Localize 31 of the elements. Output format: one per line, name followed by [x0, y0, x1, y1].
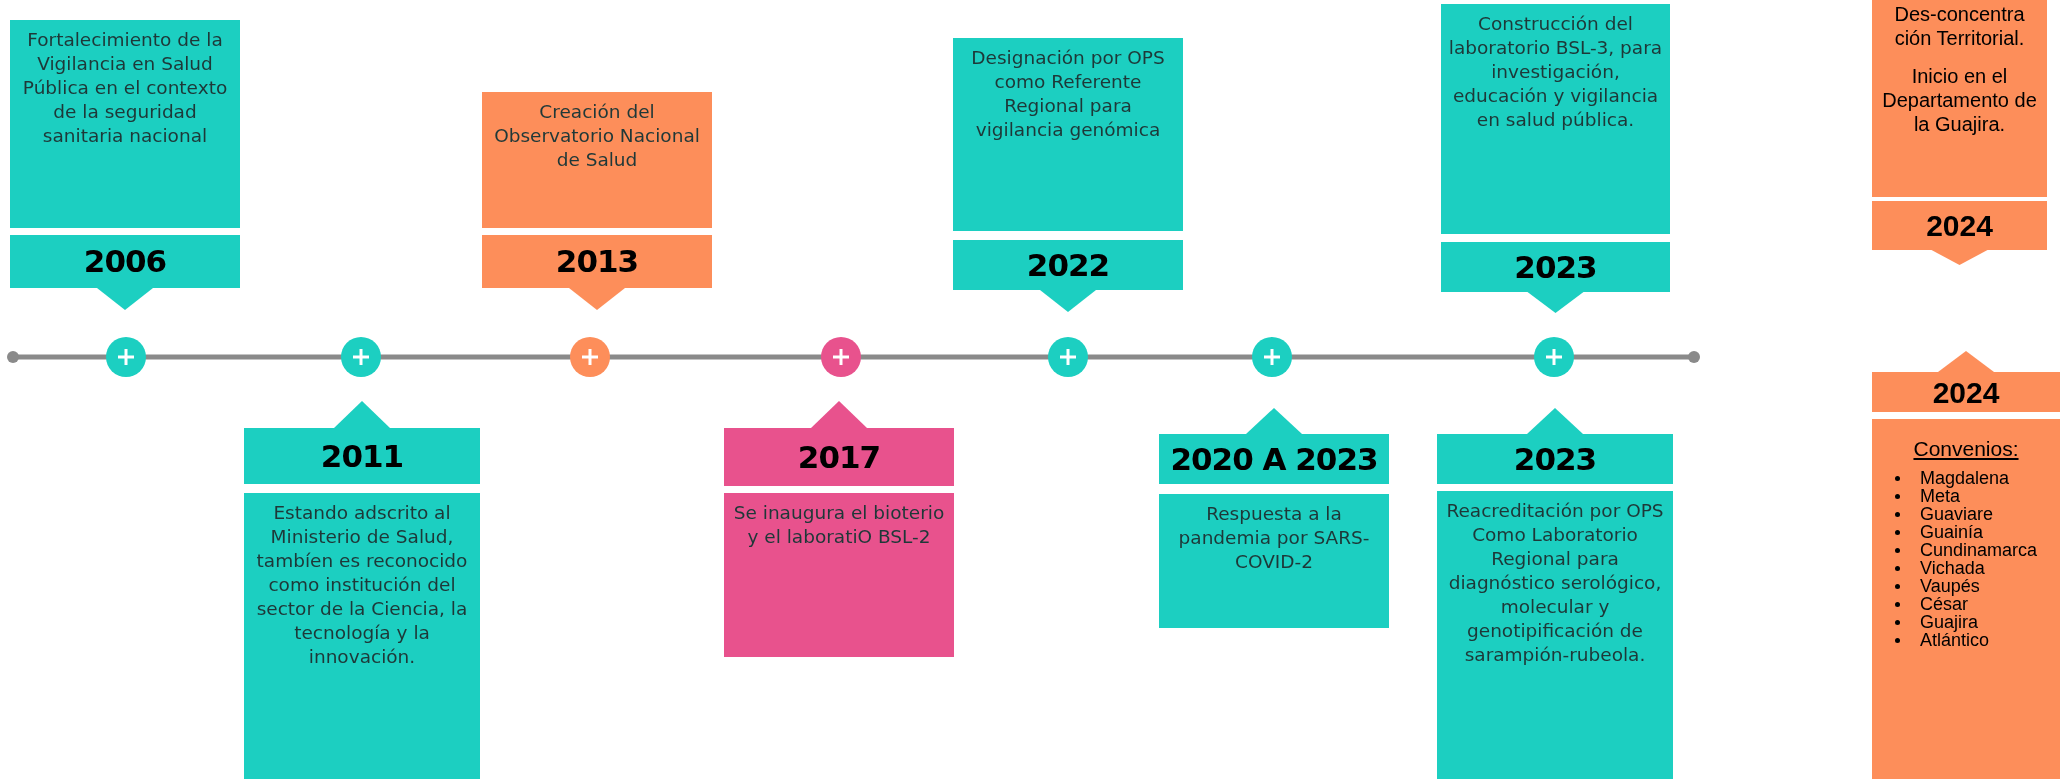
- event-description: Des-concentra ción Territorial.: [1893, 2, 2026, 50]
- event-description: Construcción del laboratorio BSL-3, para investigación, educación y vigilancia en salud pública.: [1447, 12, 1664, 133]
- year-label: 2011: [320, 438, 404, 474]
- event-description: Estando adscrito al Ministerio de Salud, tambíen es reconocido como institución del sector de la Ciencia, la tecnología y la innovación.: [255, 501, 469, 670]
- list-item: Vaupés: [1920, 577, 1980, 595]
- event-description: Reacreditación por OPS Como Laboratorio Regional para diagnóstico serológico, molecular y genotipificación de sarampión-rubeola.: [1445, 499, 1665, 668]
- list-item: Meta: [1920, 487, 1961, 505]
- year-label: 2020 A 2023: [1170, 441, 1378, 477]
- event-description: Creación del Observatorio Nacional de Salud: [493, 100, 701, 173]
- event-description: Respuesta a la pandemia por SARS-COVID-2: [1177, 502, 1371, 575]
- list-item: Guainía: [1920, 523, 1984, 541]
- list-item: Guaviare: [1920, 505, 1994, 523]
- list-item: Guajira: [1920, 613, 1979, 631]
- year-label: 2023: [1514, 249, 1597, 285]
- year-label: 2024: [1932, 375, 2000, 409]
- year-label: 2024: [1926, 209, 1993, 242]
- event-description: Se inaugura el bioterio y el laboratiO BSL-2: [732, 501, 946, 550]
- year-label: 2013: [555, 244, 639, 279]
- event-description: Fortalecimiento de la Vigilancia en Salud Pública en el contexto de la seguridad sanitaria nacional: [21, 28, 229, 149]
- list-item: Vichada: [1920, 559, 1985, 577]
- list-item: Atlántico: [1920, 631, 1990, 649]
- event-description: Designación por OPS como Referente Regional para vigilancia genómica: [970, 46, 1166, 143]
- year-label: 2017: [797, 439, 881, 475]
- list-heading: Convenios:: [1913, 437, 2019, 461]
- year-label: 2023: [1513, 441, 1597, 477]
- list-item: César: [1920, 595, 1968, 613]
- year-label: 2006: [83, 244, 167, 279]
- event-description: Inicio en el Departamento de la Guajira.: [1881, 64, 2038, 136]
- list-item: Magdalena: [1920, 469, 2010, 487]
- year-label: 2022: [1026, 247, 1110, 283]
- list-item: Cundinamarca: [1920, 541, 2038, 559]
